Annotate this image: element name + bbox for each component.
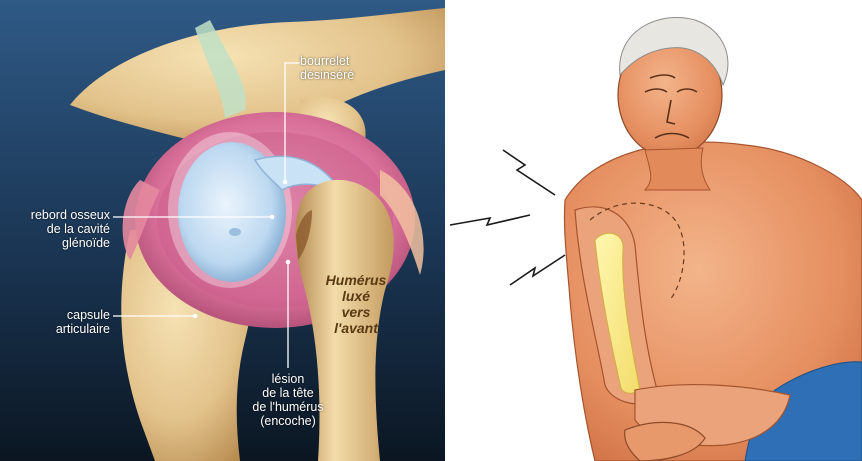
shoulder-anatomy-illustration: bourrelet désinséré rebord osseux de la … bbox=[0, 0, 445, 461]
patient-drawing bbox=[445, 0, 862, 461]
label-rebord-osseux: rebord osseux de la cavité glénoïde bbox=[10, 208, 110, 250]
label-humerus: Humérus luxé vers l'avant bbox=[316, 272, 396, 336]
pain-marks bbox=[450, 150, 565, 285]
man-holding-arm-illustration bbox=[445, 0, 862, 461]
label-bourrelet: bourrelet désinséré bbox=[300, 54, 354, 82]
neck bbox=[645, 148, 710, 190]
label-lesion: lésion de la tête de l'humérus (encoche) bbox=[240, 372, 336, 428]
label-capsule: capsule articulaire bbox=[10, 308, 110, 336]
